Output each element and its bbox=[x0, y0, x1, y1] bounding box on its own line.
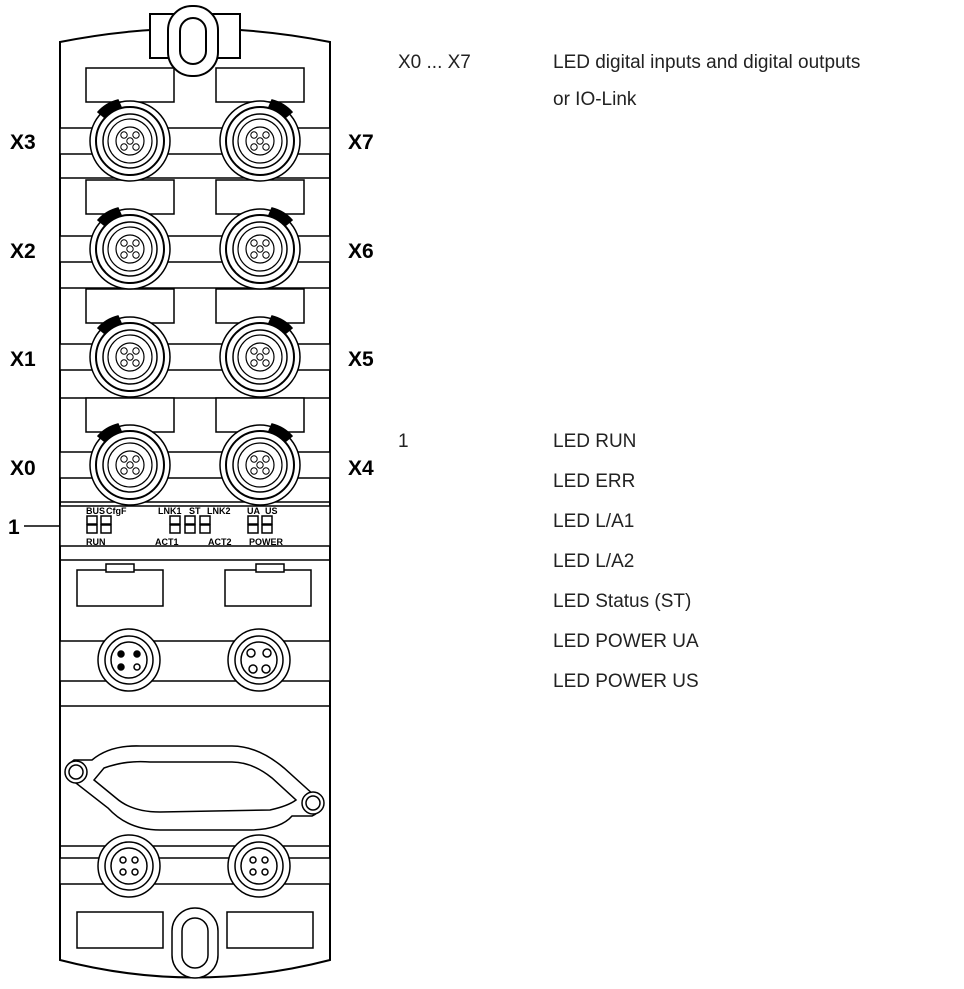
port-label-x2: X2 bbox=[10, 240, 36, 263]
port-label-x1: X1 bbox=[10, 348, 36, 371]
port-x0 bbox=[89, 423, 171, 506]
legend-led-err: LED ERR bbox=[553, 471, 636, 492]
port-label-x7: X7 bbox=[348, 131, 374, 154]
led-label-lnk2: LNK2 bbox=[207, 506, 231, 516]
led-label-act2: ACT2 bbox=[208, 537, 232, 547]
led-label-us: US bbox=[265, 506, 278, 516]
led-panel bbox=[59, 505, 331, 547]
port-x2 bbox=[89, 207, 171, 290]
port-label-x4: X4 bbox=[348, 457, 374, 480]
led-label-power: POWER bbox=[249, 537, 284, 547]
port-x3 bbox=[89, 99, 171, 182]
legend-desc-ports-1: LED digital inputs and digital outputs bbox=[553, 52, 861, 73]
legend-key-ports: X0 ... X7 bbox=[398, 52, 471, 73]
legend-key-led: 1 bbox=[398, 431, 409, 452]
led-label-lnk1: LNK1 bbox=[158, 506, 182, 516]
legend-led-la2: LED L/A2 bbox=[553, 551, 635, 572]
led-label-bus: BUS bbox=[86, 506, 105, 516]
legend-led-status: LED Status (ST) bbox=[553, 591, 692, 612]
legend-led-power-ua: LED POWER UA bbox=[553, 631, 699, 652]
port-label-x3: X3 bbox=[10, 131, 36, 154]
led-label-cfgf: CfgF bbox=[106, 506, 127, 516]
legend-desc-ports-2: or IO-Link bbox=[553, 89, 637, 110]
led-label-run: RUN bbox=[86, 537, 106, 547]
led-label-st: ST bbox=[189, 506, 201, 516]
port-x5 bbox=[219, 315, 301, 398]
callout-number: 1 bbox=[8, 516, 20, 539]
port-label-x6: X6 bbox=[348, 240, 374, 263]
legend-led-la1: LED L/A1 bbox=[553, 511, 635, 532]
port-label-x0: X0 bbox=[10, 457, 36, 480]
port-labels: X3 X7 X2 X6 X1 X5 X0 X4 bbox=[10, 131, 374, 480]
led-labels: BUS CfgF LNK1 ST LNK2 UA US RUN ACT1 ACT… bbox=[86, 506, 284, 547]
port-label-x5: X5 bbox=[348, 348, 374, 371]
legend-led-power-us: LED POWER US bbox=[553, 671, 699, 692]
legend-led-run: LED RUN bbox=[553, 431, 637, 452]
port-x6 bbox=[219, 207, 301, 290]
led-label-ua: UA bbox=[247, 506, 260, 516]
port-x1 bbox=[89, 315, 171, 398]
port-rows bbox=[59, 67, 331, 506]
bus-section bbox=[59, 559, 331, 979]
port-x7 bbox=[219, 99, 301, 182]
led-label-act1: ACT1 bbox=[155, 537, 179, 547]
callout-1: 1 bbox=[8, 516, 60, 539]
port-x4 bbox=[219, 423, 301, 506]
